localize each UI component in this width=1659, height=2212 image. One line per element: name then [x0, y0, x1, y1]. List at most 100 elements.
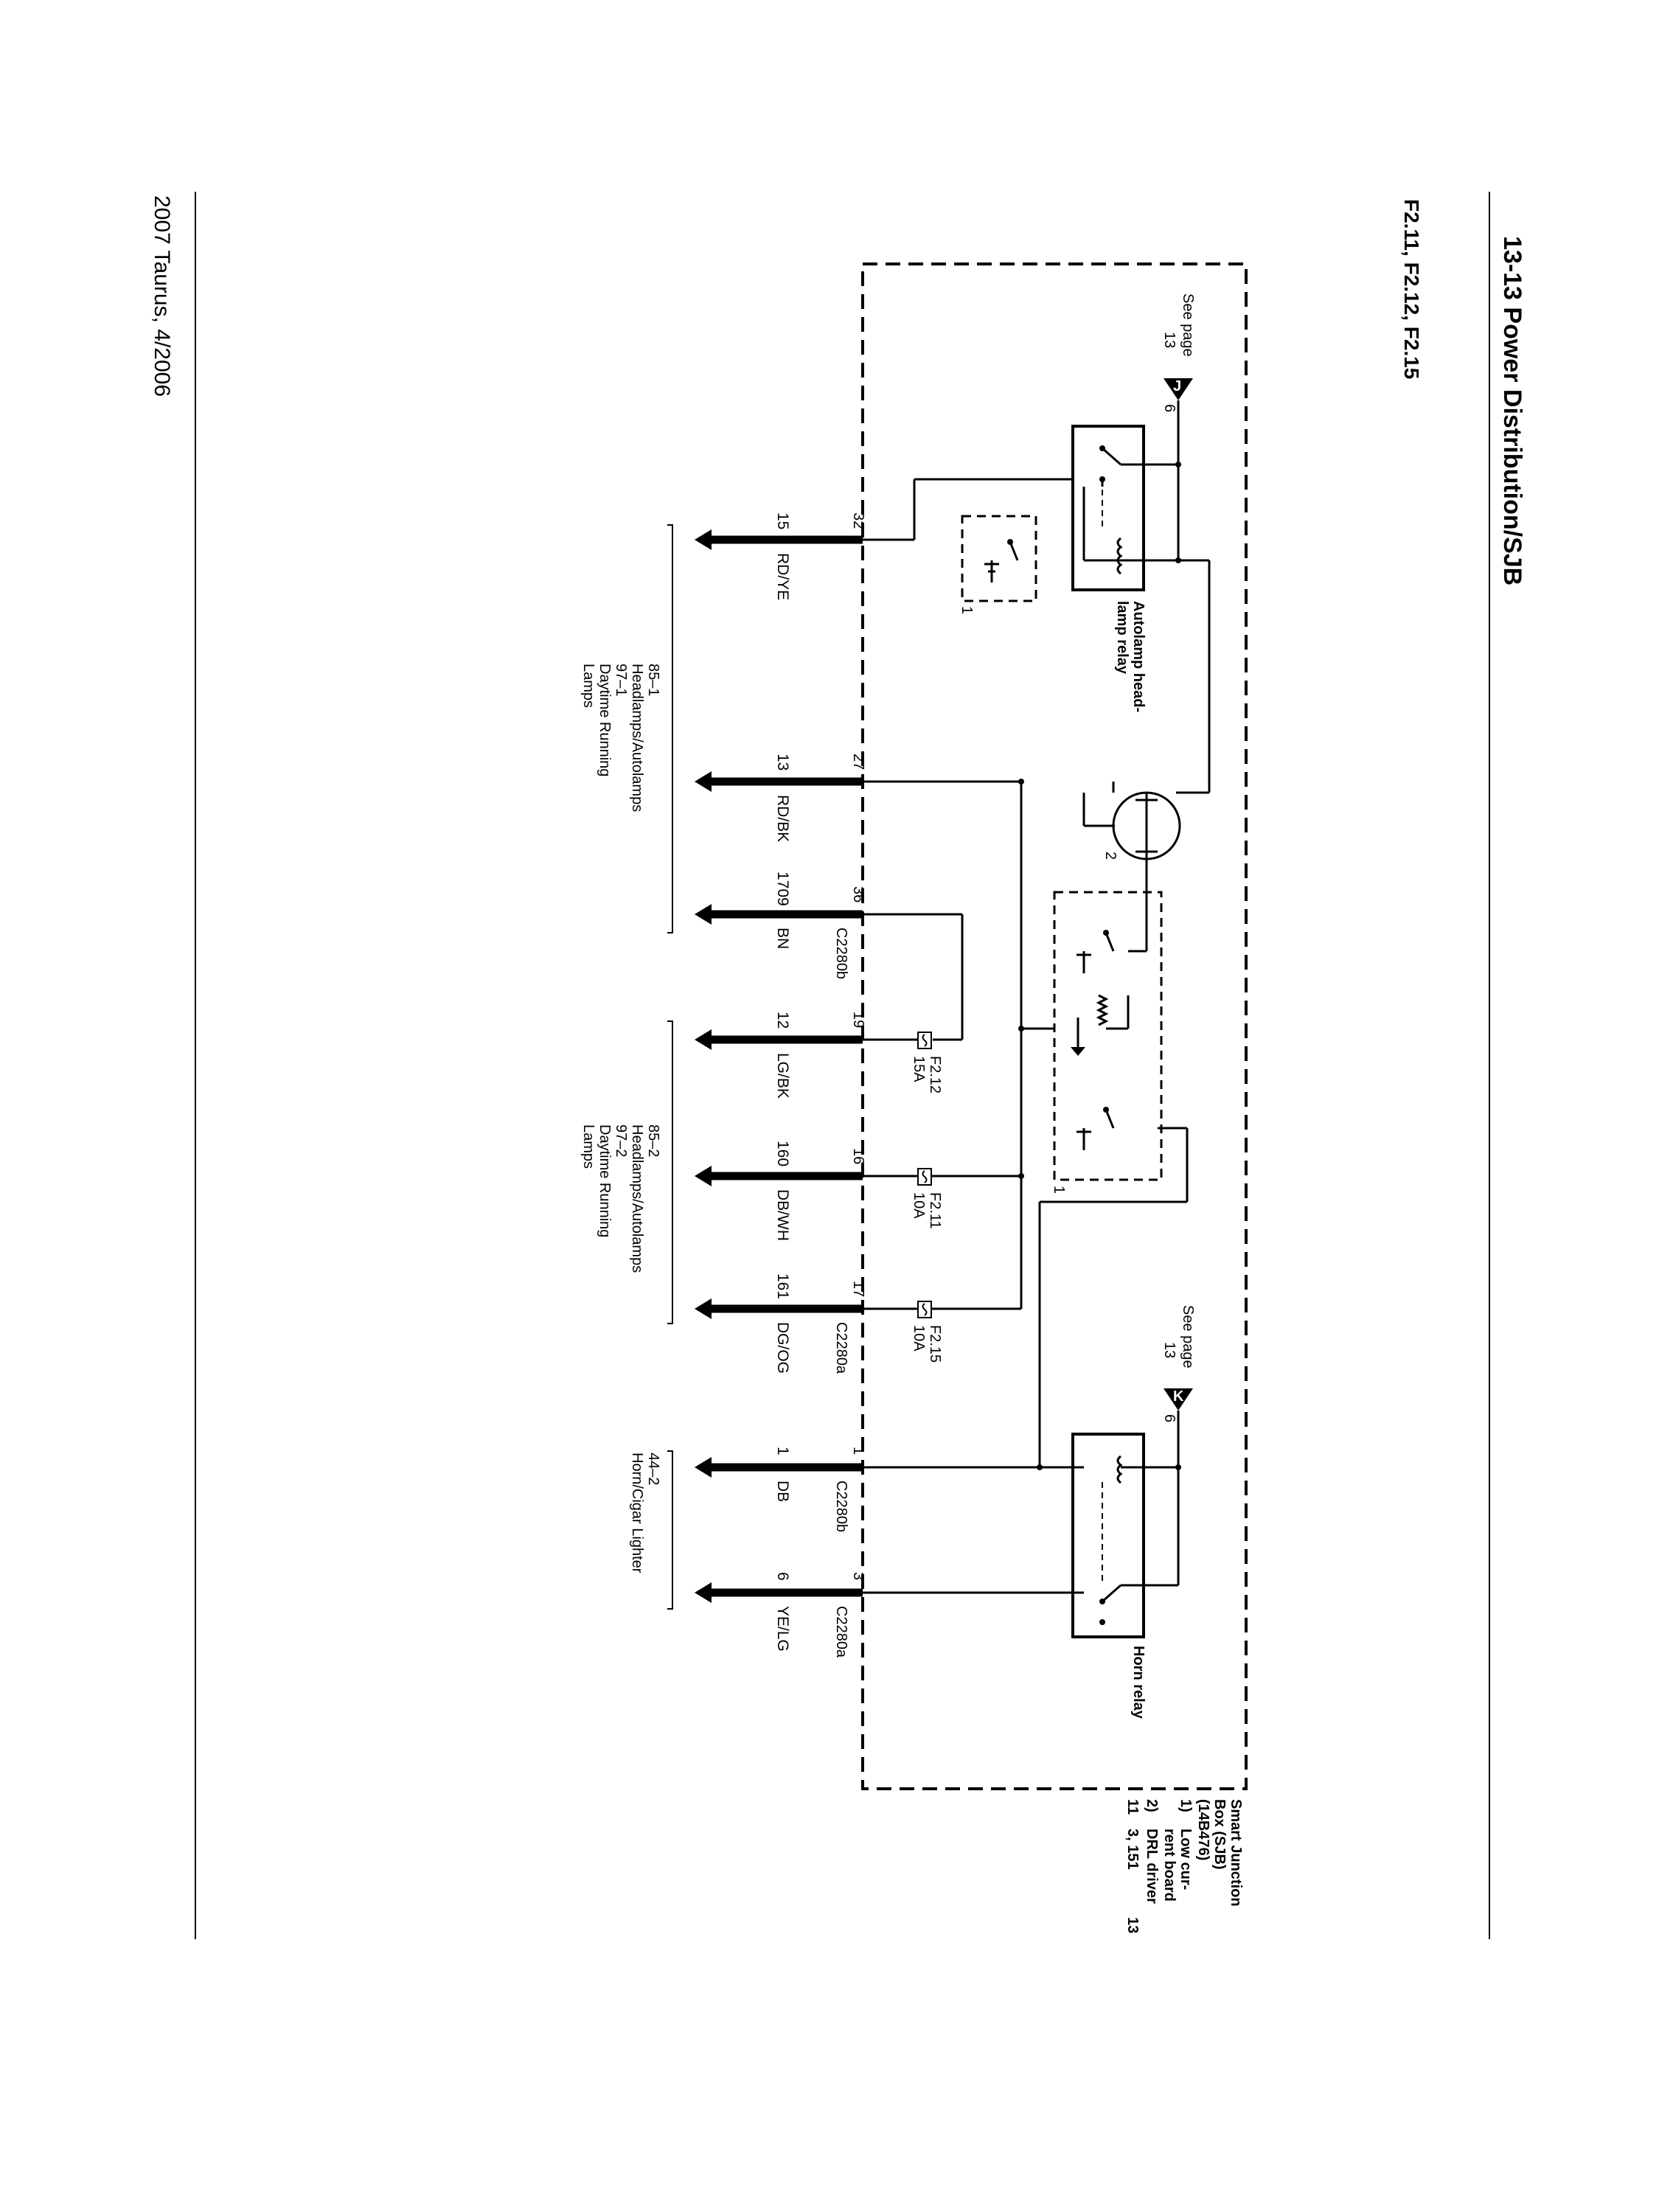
circuit-3-color: YE/LG [774, 1606, 791, 1652]
module-name-line1: Smart Junction [1228, 1799, 1244, 1907]
page-ref-k-text: See page [1180, 1305, 1196, 1368]
circuit-36-number: 1709 [774, 872, 791, 906]
destination-1-line1: 85–1 [645, 664, 661, 697]
circuit-32-number: 15 [774, 512, 791, 529]
module-ref-b: 3, 151 [1124, 1829, 1141, 1870]
page-ref-k-letter: K [1173, 1388, 1184, 1405]
drl-driver: 2 [1082, 782, 1181, 860]
pin-3: 3 [850, 1572, 866, 1580]
footer-text: 2007 Taurus, 4/2006 [150, 195, 174, 397]
circuit-16: 16 160 DB/WH [695, 1141, 866, 1241]
pin-27: 27 [850, 754, 866, 770]
note-2-key: 2) [1144, 1799, 1160, 1812]
circuit-1: 1 C2280b 1 DB [695, 1447, 866, 1532]
circuit-1-color: DB [774, 1481, 791, 1502]
connector-c2280b-1: C2280b [833, 928, 849, 979]
autolamp-relay-label-line2: lamp relay [1114, 601, 1130, 675]
fuse-f2-12: F2.12 15A [863, 1032, 943, 1093]
fuse-f2-15-name: F2.15 [927, 1325, 943, 1363]
fuse-f2-12-rating: 15A [911, 1056, 927, 1082]
page-ref-k-pin: 6 [1161, 1414, 1178, 1422]
pin-36: 36 [850, 886, 866, 902]
destination-bracket-1 [667, 524, 673, 933]
fuse-f2-12-name: F2.12 [927, 1056, 943, 1093]
circuit-3-number: 6 [774, 1572, 791, 1581]
destination-2-line5: Lamps [580, 1124, 597, 1169]
circuit-19-color: LG/BK [774, 1053, 791, 1099]
pin-17: 17 [850, 1281, 866, 1297]
circuit-32-color: RD/YE [774, 553, 791, 600]
circuit-17-number: 161 [774, 1273, 791, 1299]
destination-bracket-2 [667, 1020, 673, 1324]
circuit-16-color: DB/WH [774, 1189, 791, 1241]
page-ref-k-marker [1164, 1388, 1193, 1411]
circuit-16-number: 160 [774, 1141, 791, 1166]
section-subtitle: F2.11, F2.12, F2.15 [1400, 199, 1423, 379]
fuse-f2-15: F2.15 10A [863, 1301, 962, 1363]
circuit-36-color: BN [774, 928, 791, 949]
fuse-f2-11-name: F2.11 [927, 1192, 943, 1229]
circuit-27-color: RD/BK [774, 795, 791, 842]
destination-2-line3: 97–2 [613, 1124, 629, 1158]
circuit-1-number: 1 [774, 1447, 791, 1455]
low-current-board-2: 1 [1051, 859, 1189, 1202]
module-ref-a: 11 [1124, 1799, 1141, 1815]
circuit-17-color: DG/OG [774, 1322, 791, 1374]
pin-16: 16 [850, 1148, 866, 1164]
autolamp-relay-label-line1: Autolamp head- [1130, 601, 1147, 712]
page-ref-k-page: 13 [1161, 1342, 1178, 1358]
module-ref-c: 13 [1124, 1917, 1141, 1933]
destination-3-line2: Horn/Cigar Lighter [629, 1453, 645, 1573]
circuit-36: 36 C2280b 1709 BN [695, 872, 866, 979]
destination-1-line2: Headlamps/Autolamps [629, 664, 645, 812]
page-ref-j-pin: 6 [1161, 404, 1178, 412]
page-ref-j-page: 13 [1161, 332, 1178, 348]
connector-c2280a-1: C2280a [833, 1322, 849, 1374]
circuit-27: 27 13 RD/BK [695, 754, 866, 842]
fuse-f2-11: F2.11 10A [863, 1168, 962, 1229]
circuit-19-number: 12 [774, 1012, 791, 1029]
destination-2-line4: Daytime Running [597, 1124, 613, 1237]
page-ref-j-marker [1164, 378, 1193, 400]
destination-1-line3: 97–1 [613, 664, 629, 697]
page-ref-k: K See page 13 6 [1161, 1305, 1196, 1422]
connector-c2280b-2: C2280b [833, 1481, 849, 1532]
horn-relay-label: Horn relay [1130, 1646, 1147, 1719]
pin-32: 32 [850, 512, 866, 529]
horn-relay: Horn relay [863, 1200, 1187, 1719]
destination-1-line5: Lamps [580, 664, 597, 708]
page-ref-j-letter: J [1173, 378, 1181, 394]
fuse-f2-15-rating: 10A [911, 1325, 927, 1352]
low-current-board-2-box [1053, 891, 1163, 1181]
module-name-line3: (14B476) [1195, 1799, 1211, 1860]
connector-c2280a-2: C2280a [833, 1606, 849, 1658]
destination-2-line2: Headlamps/Autolamps [629, 1124, 645, 1273]
destination-bracket-3 [667, 1450, 673, 1610]
autolamp-relay: Autolamp head- lamp relay [1071, 400, 1211, 794]
circuit-27-number: 13 [774, 754, 791, 771]
sjb-module-boundary [861, 262, 1248, 1790]
page-title: 13-13 Power Distribution/SJB [1498, 236, 1526, 585]
drl-driver-note: 2 [1102, 852, 1119, 860]
pin-19: 19 [850, 1012, 866, 1028]
note-1-line1: Low cur- [1178, 1829, 1194, 1890]
module-name-line2: Box (SJB) [1211, 1799, 1228, 1870]
pin-1: 1 [850, 1447, 866, 1455]
board-1-note: 1 [959, 606, 975, 614]
board-2-note: 1 [1051, 1186, 1067, 1194]
circuit-17: 17 C2280a 161 DG/OG [695, 1273, 866, 1374]
page-ref-j: J See page 13 6 [1161, 293, 1196, 412]
low-current-board-1-box [961, 515, 1037, 602]
note-2-line1: DRL driver [1144, 1829, 1160, 1904]
destination-1-line4: Daytime Running [597, 664, 613, 776]
fuse-f2-11-rating: 10A [911, 1192, 927, 1219]
destination-3-line1: 44–2 [645, 1453, 661, 1486]
circuit-19: 19 12 LG/BK [695, 1012, 866, 1099]
autolamp-relay-box [1071, 425, 1145, 591]
circuit-3: 3 C2280a 6 YE/LG [695, 1572, 866, 1658]
page-ref-j-text: See page [1180, 293, 1196, 357]
destination-2-line1: 85–2 [645, 1124, 661, 1158]
low-current-board-1: 1 [959, 515, 1037, 614]
circuit-32: 32 15 RD/YE [695, 512, 866, 600]
